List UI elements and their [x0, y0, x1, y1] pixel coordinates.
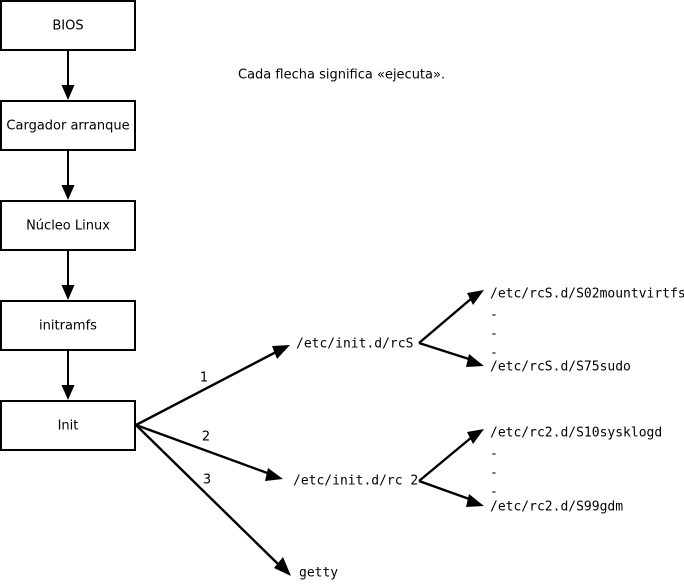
- rc2-child-dash-1: -: [490, 447, 498, 462]
- branch-2-target-label: /etc/init.d/rc 2: [293, 474, 418, 489]
- branch-1-number: 1: [200, 371, 208, 386]
- node-init: Init: [0, 400, 136, 451]
- rc2-subfan-group: /etc/rc2.d/S10sysklogd - - - /etc/rc2.d/…: [418, 426, 662, 515]
- rc2-child-first-label: /etc/rc2.d/S10sysklogd: [490, 426, 662, 441]
- vertical-arrows-group: [61, 50, 75, 400]
- branch-2-number: 2: [202, 430, 210, 445]
- node-bootloader-label: Cargador arranque: [6, 119, 129, 134]
- rcs-arrow-first: [418, 290, 484, 344]
- rc2-child-last-label: /etc/rc2.d/S99gdm: [490, 500, 623, 515]
- rcs-child-last-label: /etc/rcS.d/S75sudo: [490, 360, 631, 375]
- node-kernel-label: Núcleo Linux: [26, 219, 110, 234]
- arrow-bootloader-to-kernel: [61, 150, 75, 200]
- branch-1-arrow: [135, 345, 290, 427]
- arrow-initramfs-to-init: [61, 350, 75, 400]
- node-bios-label: BIOS: [52, 19, 83, 34]
- node-initramfs-label: initramfs: [39, 319, 97, 334]
- init-fanout-group: 1 2 3: [135, 345, 291, 576]
- branch-targets-group: /etc/init.d/rcS /etc/init.d/rc 2 getty: [293, 337, 418, 581]
- node-init-label: Init: [58, 419, 79, 434]
- rcs-child-dash-2: -: [490, 327, 498, 342]
- node-init-rect: [0, 400, 136, 451]
- branch-3-target-label: getty: [299, 566, 338, 581]
- boot-chain-group: BIOS Cargador arranque Núcleo Linux init…: [0, 0, 136, 451]
- rc2-child-dash-3: -: [490, 485, 498, 500]
- arrow-kernel-to-initramfs: [61, 250, 75, 300]
- node-initramfs: initramfs: [0, 300, 136, 351]
- node-bootloader: Cargador arranque: [0, 100, 136, 151]
- rc2-arrow-first: [418, 429, 484, 482]
- node-bios: BIOS: [0, 0, 136, 51]
- rc2-child-dash-2: -: [490, 466, 498, 481]
- rcs-subfan-group: /etc/rcS.d/S02mountvirtfs - - - /etc/rcS…: [418, 287, 684, 375]
- rcs-arrow-last: [418, 341, 484, 367]
- rc2-arrow-last: [418, 479, 484, 507]
- branch-2-arrow: [135, 423, 283, 481]
- rcs-child-dash-1: -: [490, 308, 498, 323]
- rcs-child-first-label: /etc/rcS.d/S02mountvirtfs: [490, 287, 684, 302]
- branch-3-number: 3: [203, 473, 211, 488]
- diagram-caption: Cada flecha significa «ejecuta».: [238, 68, 445, 83]
- branch-3-arrow: [135, 424, 291, 576]
- node-kernel: Núcleo Linux: [0, 200, 136, 251]
- node-bios-rect: [0, 0, 136, 51]
- node-kernel-rect: [0, 200, 136, 251]
- rcs-child-dash-3: -: [490, 346, 498, 361]
- node-initramfs-rect: [0, 300, 136, 351]
- arrow-bios-to-bootloader: [61, 50, 75, 100]
- branch-1-target-label: /etc/init.d/rcS: [296, 337, 413, 352]
